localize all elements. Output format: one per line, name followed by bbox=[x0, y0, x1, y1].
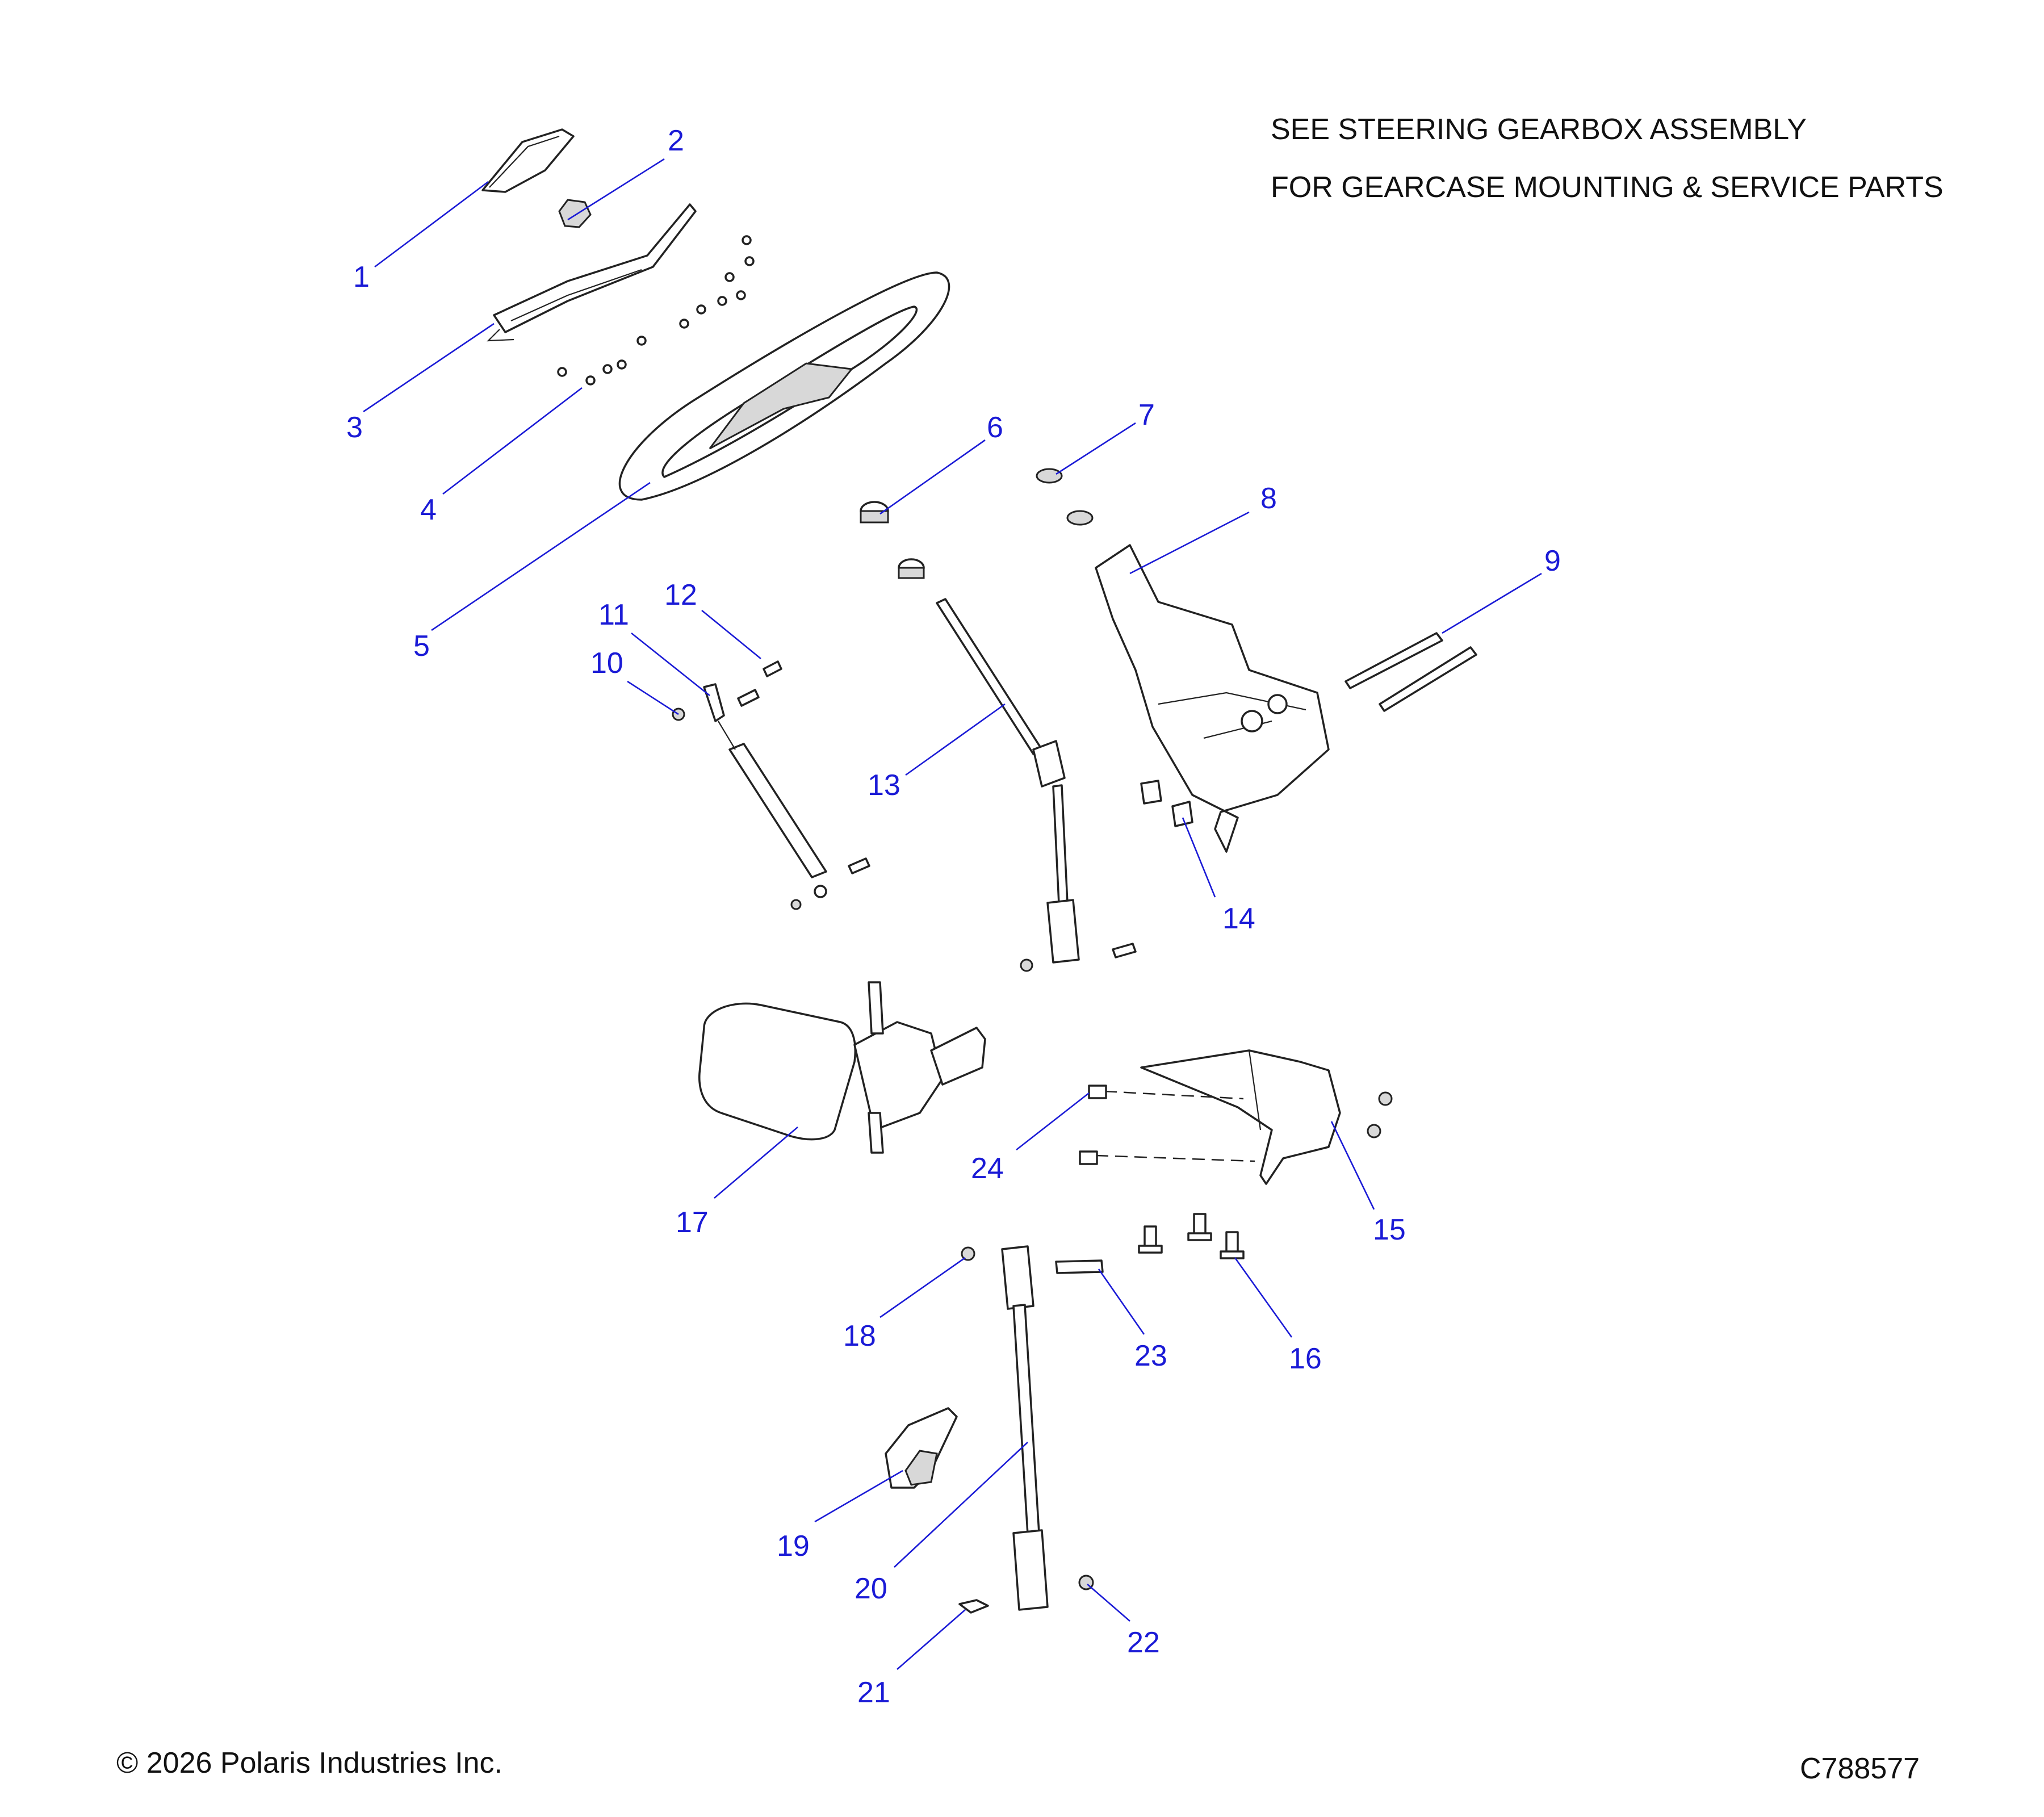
part-14-grommets bbox=[1140, 780, 1193, 827]
callout-17: 17 bbox=[676, 1206, 709, 1239]
callout-14: 14 bbox=[1222, 902, 1255, 935]
callout-4: 4 bbox=[420, 493, 437, 526]
callout-13: 13 bbox=[868, 769, 900, 802]
callout-numbers: 1 2 3 4 5 6 7 8 9 10 11 12 13 14 15 16 1… bbox=[346, 124, 1561, 1709]
part-21-bolt bbox=[958, 1599, 989, 1614]
part-11-gas-strut bbox=[703, 683, 827, 910]
part-24-bolts bbox=[1079, 1085, 1107, 1165]
callout-12: 12 bbox=[664, 579, 697, 612]
part-16-flange-bolts bbox=[1138, 1213, 1245, 1259]
part-6-bushings bbox=[860, 501, 925, 579]
part-3-bezel bbox=[487, 203, 697, 342]
note-line-2: FOR GEARCASE MOUNTING & SERVICE PARTS bbox=[1271, 171, 1944, 204]
part-7-bearings bbox=[1036, 468, 1094, 526]
callout-5: 5 bbox=[413, 630, 430, 663]
callout-3: 3 bbox=[346, 411, 363, 444]
copyright: © 2026 Polaris Industries Inc. bbox=[116, 1747, 502, 1780]
part-9-long-bolts bbox=[1344, 632, 1477, 712]
part-4-screws bbox=[557, 235, 755, 386]
part-1-horn-cover bbox=[481, 128, 575, 193]
callout-23: 23 bbox=[1134, 1339, 1167, 1372]
callout-11: 11 bbox=[598, 598, 629, 631]
callout-8: 8 bbox=[1260, 482, 1277, 515]
callout-2: 2 bbox=[668, 124, 684, 157]
part-2-cap bbox=[558, 199, 592, 228]
part-18-nut bbox=[961, 1246, 975, 1261]
part-15-mounting-bracket bbox=[1095, 1049, 1393, 1185]
callout-6: 6 bbox=[987, 411, 1003, 444]
callout-24: 24 bbox=[971, 1152, 1004, 1185]
leader-lines bbox=[363, 158, 1542, 1670]
part-5-steering-wheel bbox=[618, 271, 950, 501]
callout-10: 10 bbox=[590, 647, 623, 680]
part-19-boot bbox=[885, 1407, 958, 1489]
part-20-intermediate-shaft bbox=[1001, 1245, 1104, 1611]
part-12-pins bbox=[737, 660, 870, 874]
callout-9: 9 bbox=[1544, 545, 1561, 577]
callout-7: 7 bbox=[1138, 399, 1155, 432]
part-13-steering-shaft bbox=[936, 598, 1137, 972]
callout-1: 1 bbox=[353, 261, 370, 294]
callout-15: 15 bbox=[1373, 1213, 1406, 1246]
callout-20: 20 bbox=[855, 1572, 887, 1605]
callout-19: 19 bbox=[777, 1530, 810, 1563]
callout-21: 21 bbox=[857, 1676, 890, 1709]
callout-22: 22 bbox=[1127, 1626, 1160, 1659]
part-17-gearbox bbox=[698, 981, 986, 1154]
part-8-column-bracket bbox=[1095, 544, 1330, 853]
callout-18: 18 bbox=[843, 1320, 876, 1353]
drawing-id: C788577 bbox=[1800, 1752, 1920, 1785]
note-line-1: SEE STEERING GEARBOX ASSEMBLY bbox=[1271, 113, 1807, 146]
callout-16: 16 bbox=[1289, 1342, 1322, 1375]
